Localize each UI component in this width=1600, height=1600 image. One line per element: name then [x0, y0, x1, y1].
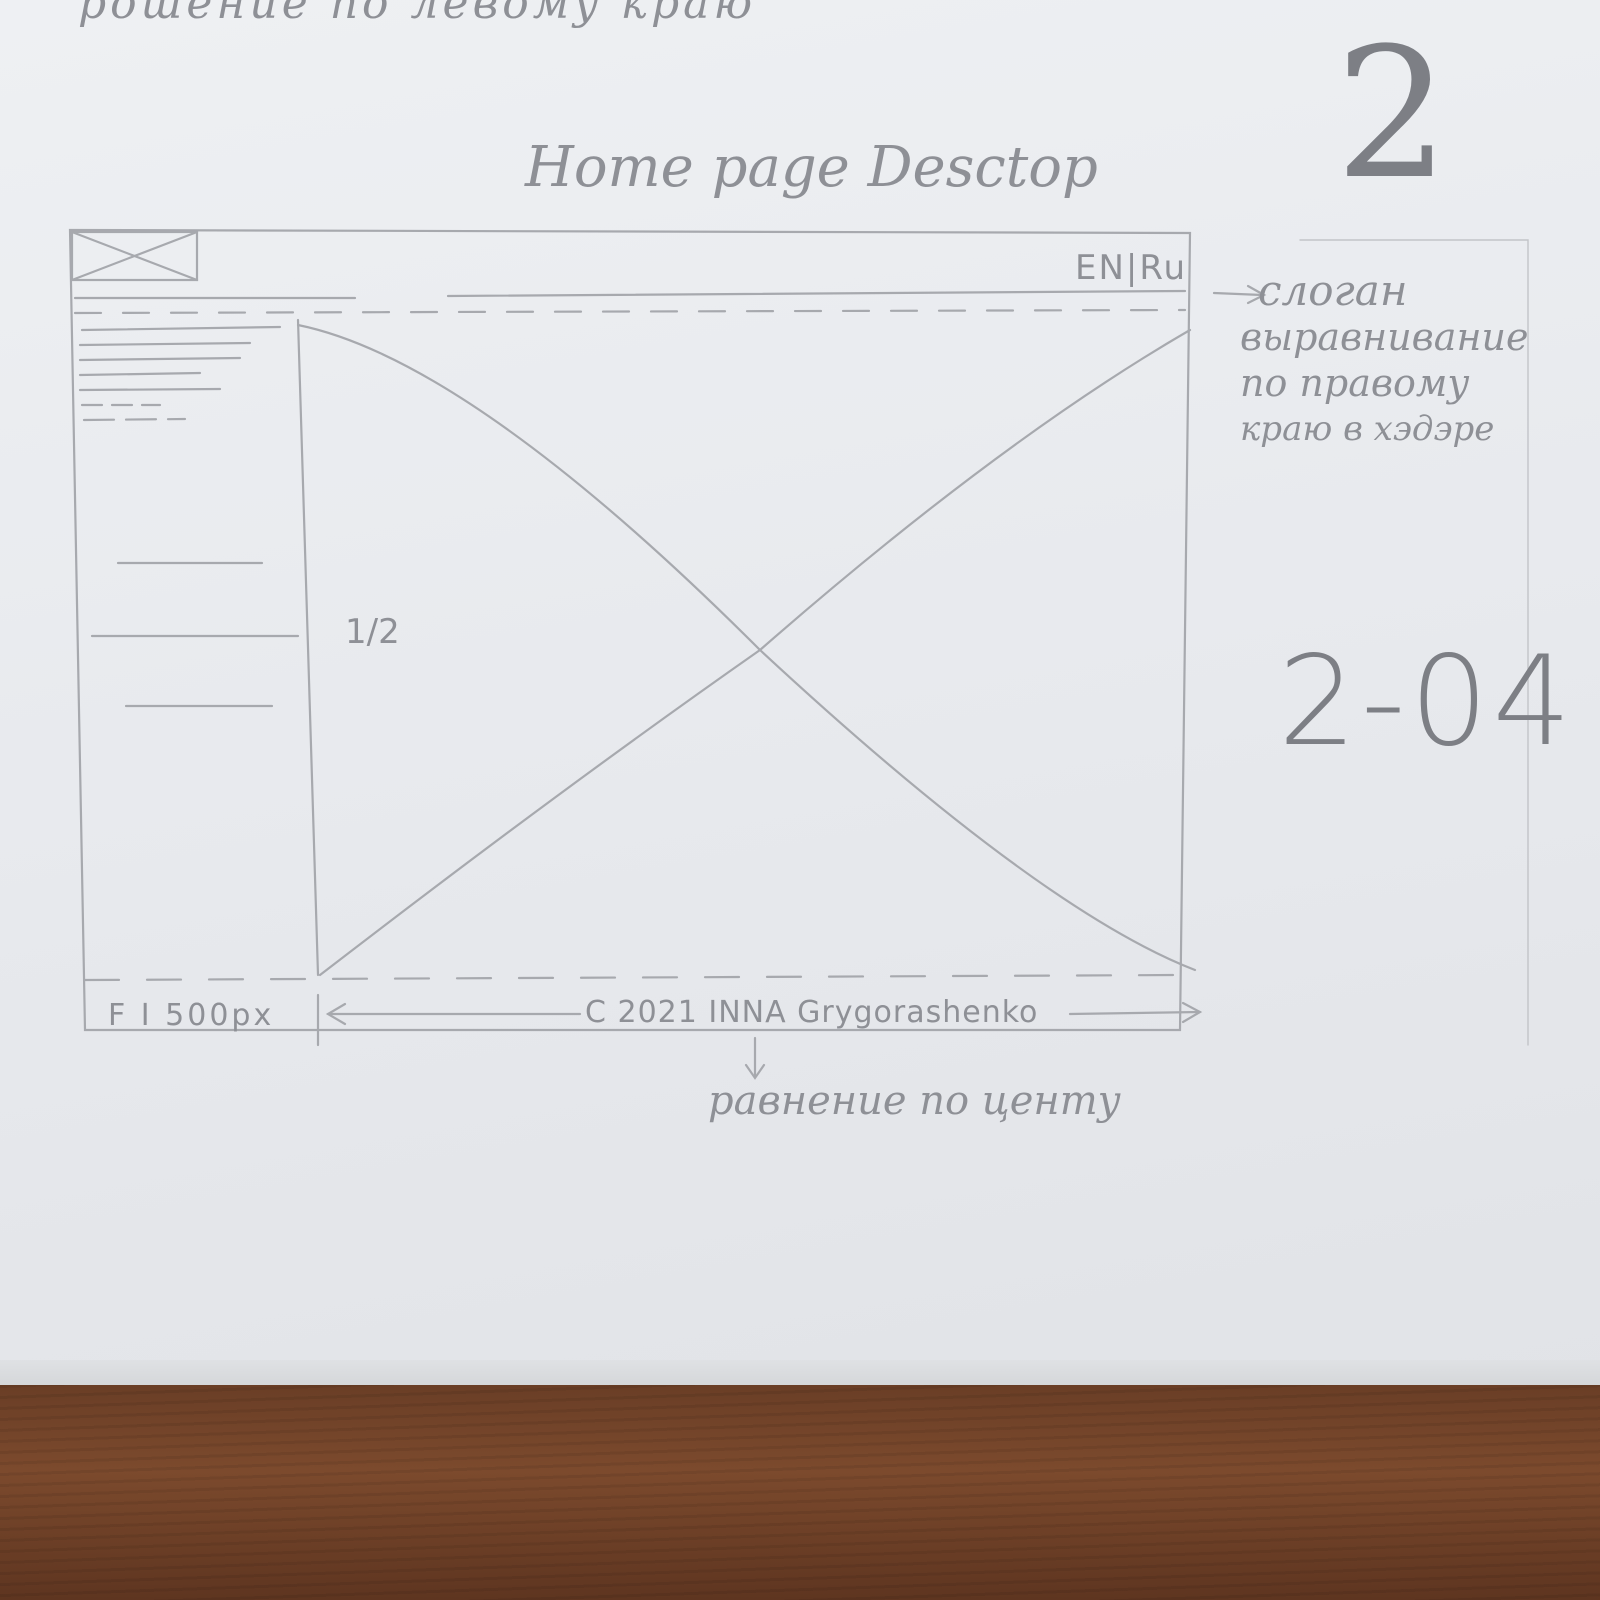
image-placeholder-diagonal: [296, 323, 1197, 972]
sidebar-divider: [296, 318, 320, 977]
slogan-note-line: выравнивание: [1240, 315, 1529, 359]
sidebar-ratio-label: 1/2: [345, 612, 400, 652]
wireframe-sketch: [68, 228, 1529, 1080]
wooden-table: [0, 1385, 1600, 1600]
number-label: 2-04: [1278, 630, 1576, 774]
image-placeholder-diagonal: [318, 328, 1192, 977]
page-number: 2: [1335, 10, 1450, 219]
slogan-note-line: по правому: [1240, 361, 1470, 405]
sidebar-text-line: [80, 325, 282, 332]
footer-social-links[interactable]: F I 500px: [108, 998, 275, 1033]
language-switch[interactable]: EN|Ru: [1075, 248, 1188, 288]
page-title: Home page Desctop: [525, 135, 1098, 200]
footer-copyright: C 2021 INNA Grygorashenko: [585, 995, 1039, 1030]
footer-note: равнение по центу: [708, 1078, 1121, 1124]
slogan-note-line: краю в хэдэре: [1240, 409, 1495, 449]
slogan-note: слоган выравнивание по правому краю в хэ…: [1240, 266, 1528, 452]
slogan-note-line: слоган: [1258, 266, 1408, 315]
top-note: рошение по левому краю: [78, 0, 757, 29]
frame-outline: [68, 228, 1192, 1032]
logo-placeholder: [70, 230, 199, 282]
